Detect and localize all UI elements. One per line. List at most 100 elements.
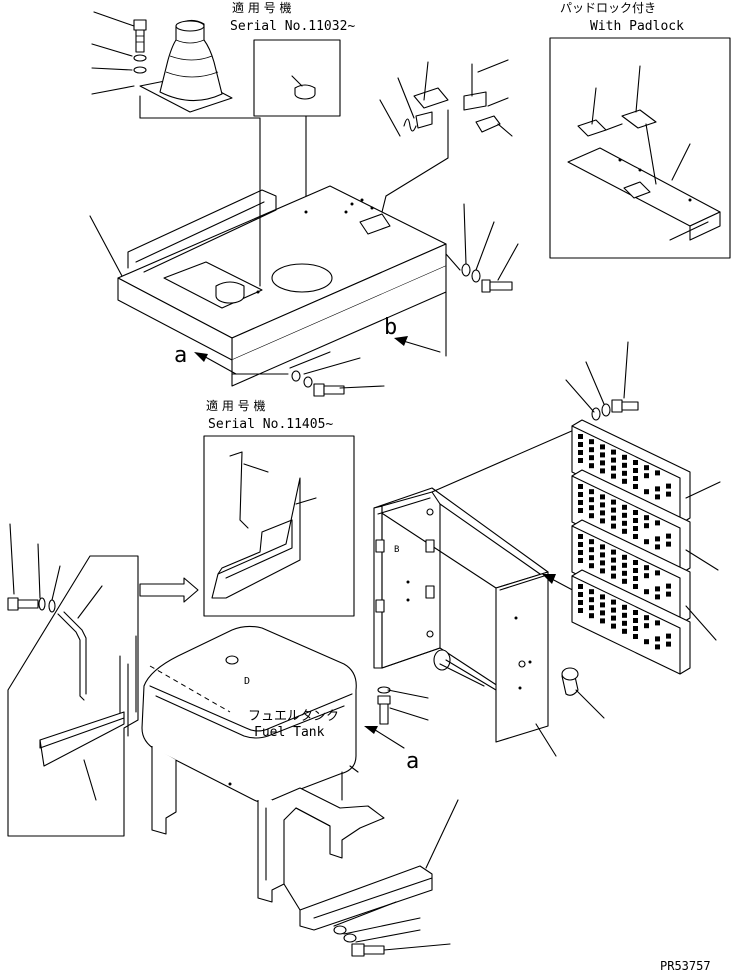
grille-slot bbox=[578, 550, 583, 555]
grille-slot bbox=[633, 518, 638, 523]
side-frame-assembly: B bbox=[373, 429, 605, 757]
grille-slot bbox=[622, 570, 627, 576]
padlock-text: With Padlock bbox=[590, 19, 684, 34]
grille-slot bbox=[589, 547, 594, 553]
grille-slot bbox=[589, 489, 594, 495]
lever-boot bbox=[139, 19, 233, 113]
padlock-jp: パッドロック付き bbox=[560, 1, 656, 15]
grille-slot bbox=[644, 489, 649, 495]
grille-slot bbox=[589, 589, 594, 595]
grille-slot bbox=[600, 518, 605, 524]
grille-slot bbox=[644, 565, 649, 571]
grille-slot bbox=[600, 560, 605, 566]
grille-slot bbox=[666, 583, 671, 589]
grille-slot bbox=[611, 549, 616, 555]
grille-slot bbox=[644, 539, 649, 545]
grille-slot bbox=[589, 605, 594, 611]
grille-slot bbox=[589, 513, 594, 519]
washer-1 bbox=[133, 54, 147, 62]
grille-slot bbox=[655, 494, 660, 500]
padlock-inset: パッドロック付き With Padlock bbox=[549, 1, 731, 259]
grille-slot bbox=[578, 434, 583, 439]
grille-slot bbox=[600, 544, 605, 550]
grille-slot bbox=[622, 612, 627, 618]
grille-slot bbox=[666, 641, 671, 647]
bolt-top-left bbox=[133, 19, 147, 53]
grille-slot bbox=[578, 450, 583, 455]
view-arrow-b-top: b bbox=[384, 315, 441, 353]
grille-slot bbox=[633, 476, 638, 481]
grille-slot bbox=[589, 555, 594, 561]
bolt-left bbox=[7, 597, 39, 611]
grille-slot bbox=[655, 620, 660, 626]
plate-side-fasteners bbox=[445, 203, 519, 357]
grille-stack bbox=[565, 341, 721, 675]
grille-slot bbox=[600, 568, 605, 574]
grille-slot bbox=[622, 512, 627, 518]
grille-slot bbox=[655, 570, 660, 576]
grille-slot bbox=[633, 568, 638, 573]
grille-slot bbox=[589, 439, 594, 445]
plate-front-fasteners bbox=[231, 351, 385, 397]
grille-slot bbox=[589, 539, 594, 545]
marker-a-bottom: a bbox=[406, 749, 419, 774]
grille-slot bbox=[611, 507, 616, 513]
grille-slot bbox=[655, 586, 660, 592]
grille-slot bbox=[644, 465, 649, 471]
grille-slot bbox=[622, 520, 627, 526]
grille-slot bbox=[589, 597, 594, 603]
grille-slot bbox=[633, 526, 638, 531]
grille-slot bbox=[666, 591, 671, 597]
grille-slot bbox=[611, 599, 616, 605]
grille-slot bbox=[633, 626, 638, 631]
grille-slot bbox=[611, 473, 616, 479]
grille-slot bbox=[578, 600, 583, 605]
grille-slot bbox=[644, 589, 649, 595]
grille-slot bbox=[633, 576, 638, 581]
grille-slot bbox=[611, 615, 616, 621]
grille-slot bbox=[666, 541, 671, 547]
grille-slot bbox=[655, 594, 660, 600]
grille-slot bbox=[655, 486, 660, 492]
grille-slot bbox=[655, 636, 660, 642]
grille-slot bbox=[600, 510, 605, 516]
grille-slot bbox=[655, 544, 660, 550]
grille-slot bbox=[633, 484, 638, 489]
grille-slot bbox=[655, 470, 660, 476]
top-cover-plate bbox=[89, 95, 447, 387]
grille-slot bbox=[611, 465, 616, 471]
grille-slot bbox=[600, 468, 605, 474]
grille-slot bbox=[666, 483, 671, 489]
grille-slot bbox=[589, 505, 594, 511]
grille-slot bbox=[578, 508, 583, 513]
serial-a-text: Serial No.11032~ bbox=[230, 19, 355, 34]
grille-slot bbox=[611, 457, 616, 463]
grille-slots bbox=[578, 434, 671, 650]
serial-callout-b: 適 用 号 機 Serial No.11405~ bbox=[203, 398, 355, 617]
serial-a-jp: 適 用 号 機 bbox=[232, 0, 291, 15]
grille-slot bbox=[622, 470, 627, 476]
marker-a-top: a bbox=[174, 343, 187, 368]
washer-2 bbox=[133, 66, 147, 74]
grille-slot bbox=[644, 523, 649, 529]
inset-arrow bbox=[139, 577, 199, 603]
grille-slot bbox=[611, 573, 616, 579]
grille-slot bbox=[589, 613, 594, 619]
lock-hardware bbox=[379, 59, 513, 221]
grille-slot bbox=[666, 491, 671, 497]
grille-slot bbox=[622, 504, 627, 510]
grille-slot bbox=[578, 442, 583, 447]
grille-slot bbox=[600, 460, 605, 466]
grille-slot bbox=[578, 608, 583, 613]
grille-slot bbox=[589, 447, 594, 453]
grille-slot bbox=[644, 515, 649, 521]
grille-slot bbox=[611, 623, 616, 629]
washer-left-2 bbox=[48, 599, 56, 613]
grille-slot bbox=[666, 633, 671, 639]
grille-slot bbox=[622, 620, 627, 626]
grille-slot bbox=[578, 534, 583, 539]
grille-slot bbox=[644, 639, 649, 645]
grille-slot bbox=[600, 502, 605, 508]
washer-left-1 bbox=[38, 597, 46, 611]
